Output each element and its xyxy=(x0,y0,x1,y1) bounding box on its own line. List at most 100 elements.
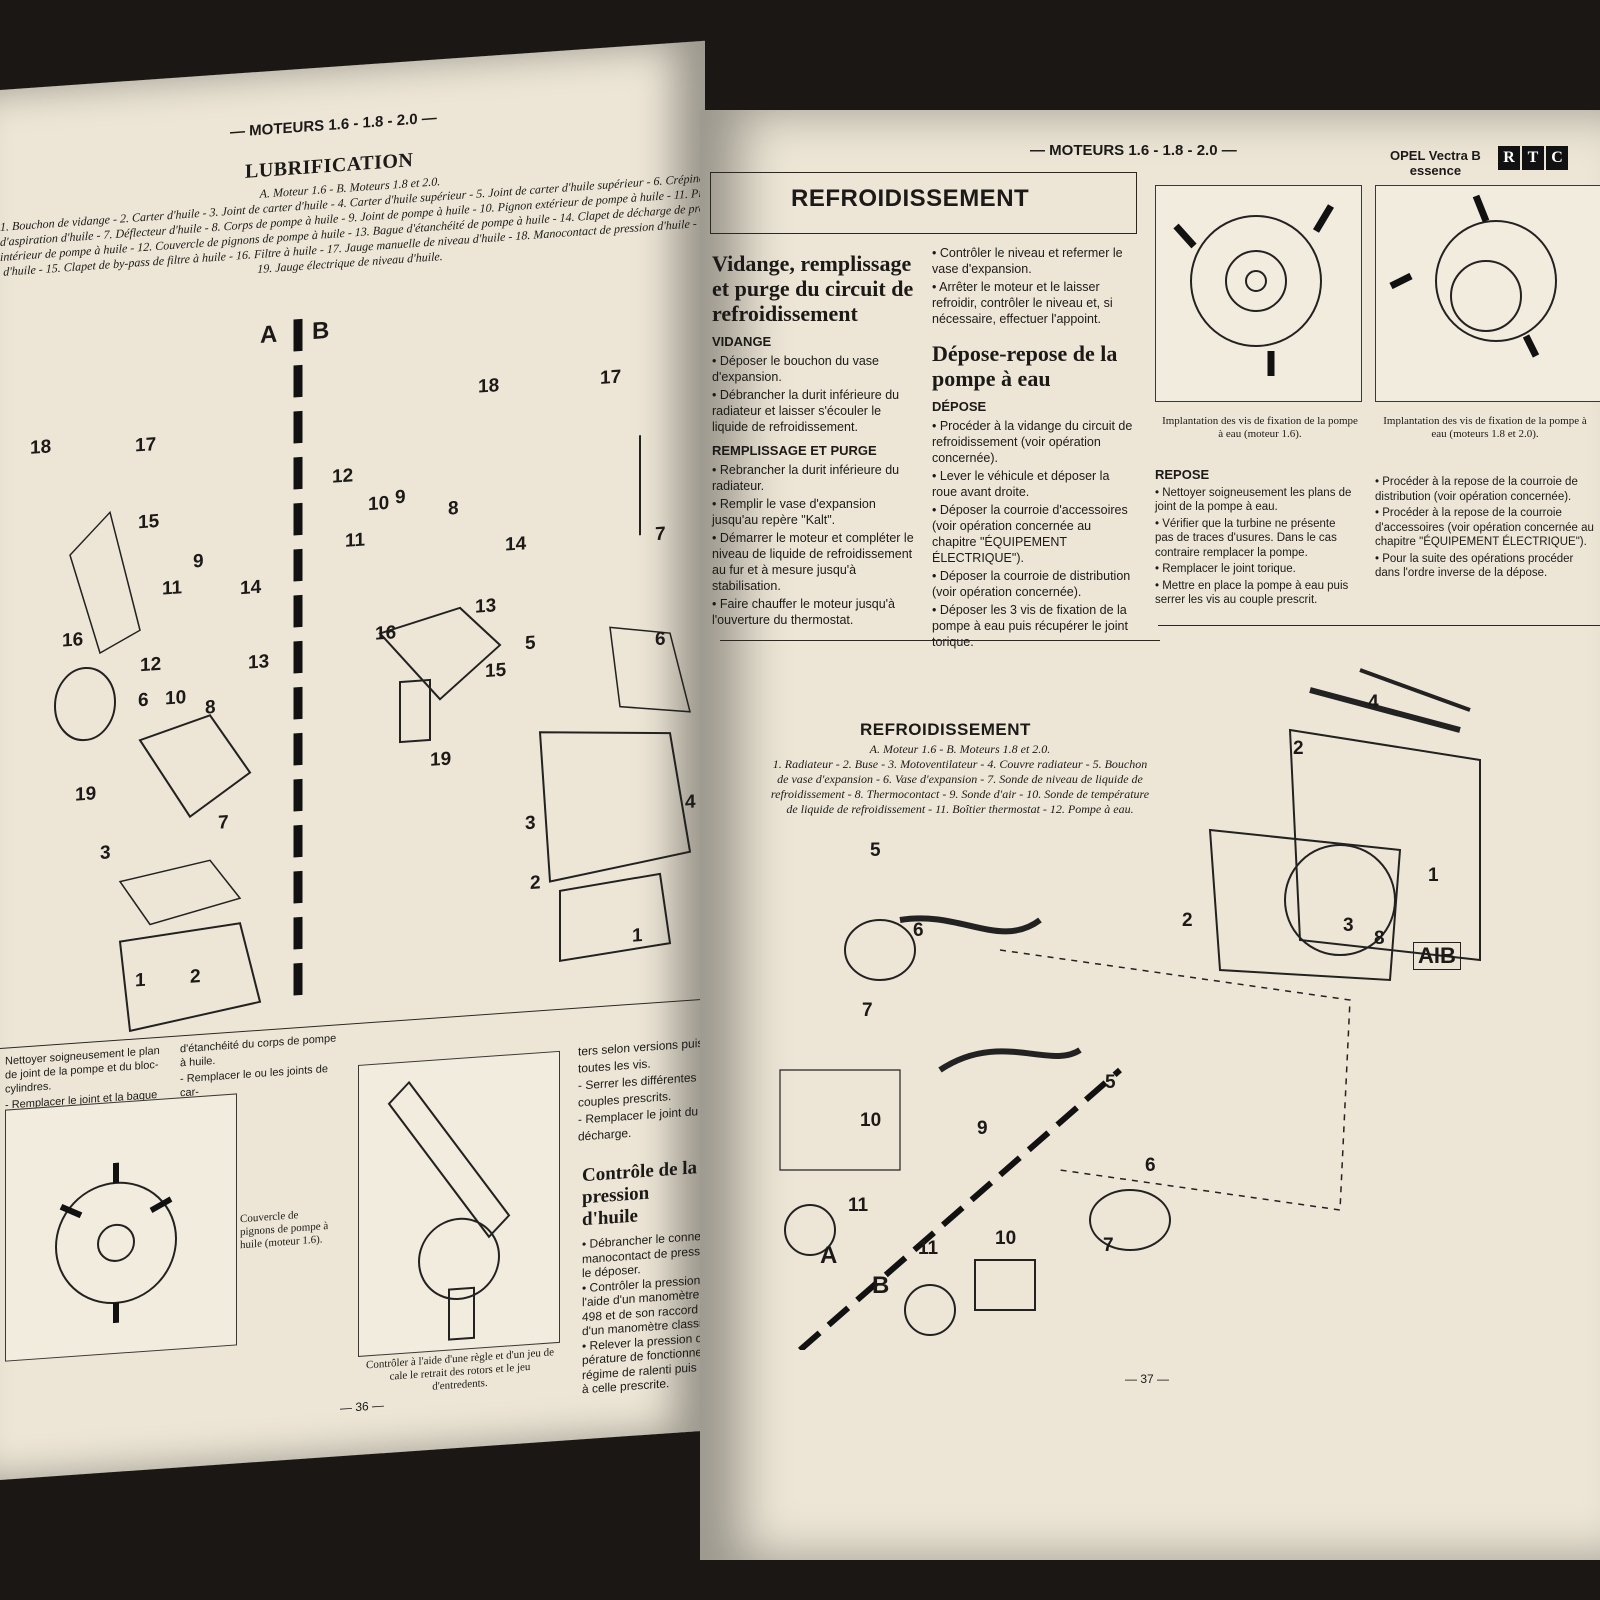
part-number: 1 xyxy=(135,969,146,992)
fuel-type: essence xyxy=(1409,163,1462,178)
paragraph: • Procéder à la vidange du circuit de re… xyxy=(932,419,1133,465)
paragraph: • Faire chauffer le moteur jusqu'à l'ouv… xyxy=(712,597,896,627)
divider xyxy=(1158,625,1600,626)
variant-label-ab: AIB xyxy=(1413,942,1461,970)
part-number: 17 xyxy=(135,434,157,457)
variant-label-b: B xyxy=(872,1272,890,1299)
part-number: 13 xyxy=(475,595,497,618)
part-number: 12 xyxy=(332,465,354,488)
oil-pressure-section: Contrôle de la pression d'huile • Débran… xyxy=(582,1151,705,1397)
part-number: 11 xyxy=(345,529,366,552)
divider xyxy=(720,640,1160,641)
part-number: 2 xyxy=(190,965,201,988)
figure-caption: Couvercle de pignons de pompe à huile (m… xyxy=(240,1209,329,1252)
part-number: 1 xyxy=(1428,865,1439,886)
part-number: 5 xyxy=(870,840,881,861)
rotor-check-figure xyxy=(358,1050,560,1357)
section-title-box: REFROIDISSEMENT xyxy=(710,172,1137,234)
part-number: 11 xyxy=(162,577,183,600)
section-heading: Contrôle de la pression d'huile xyxy=(582,1157,698,1231)
paragraph: • Remplir le vase d'expansion jusqu'au r… xyxy=(712,497,876,527)
part-number: 8 xyxy=(205,696,216,719)
paragraph: • Procéder à la repose de la courroie d'… xyxy=(1375,507,1594,548)
caption-line: de liquide de refroidissement - 11. Boît… xyxy=(786,802,1134,816)
part-number: 5 xyxy=(1105,1072,1116,1093)
caption-line: 1. Radiateur - 2. Buse - 3. Motoventilat… xyxy=(772,757,1148,771)
brand-block: OPEL Vectra B essence xyxy=(1390,148,1481,178)
text-column: ters selon versions puis rem toutes les … xyxy=(578,1035,705,1146)
part-number: 6 xyxy=(138,689,149,712)
part-number: 11 xyxy=(848,1195,869,1216)
paragraph: • Nettoyer soigneusement les plans de jo… xyxy=(1155,486,1352,514)
part-number: 8 xyxy=(1374,928,1385,949)
paragraph: • Mettre en place la pompe à eau puis se… xyxy=(1155,579,1349,607)
part-number: 16 xyxy=(62,629,84,652)
paragraph: • Pour la suite des opérations procéder … xyxy=(1375,552,1574,580)
caption-line: refroidissement - 8. Thermocontact - 9. … xyxy=(770,787,1150,801)
cooling-diagram xyxy=(779,668,1481,1350)
part-number: 9 xyxy=(193,550,204,573)
paragraph: • Vérifier que la turbine ne présente pa… xyxy=(1155,517,1337,559)
section-heading: Dépose-repose de la pompe à eau xyxy=(932,341,1118,391)
figure-caption: Implantation des vis de fixation de la p… xyxy=(1383,415,1587,440)
diagram-caption: A. Moteur 1.6 - B. Moteurs 1.8 et 2.0. 1… xyxy=(740,742,1180,817)
part-number: 7 xyxy=(655,523,666,546)
section-title: REFROIDISSEMENT xyxy=(791,185,1030,212)
part-number: 6 xyxy=(913,920,924,941)
part-number: 2 xyxy=(1182,910,1193,931)
paragraph: • Lever le véhicule et déposer la roue a… xyxy=(932,469,1110,499)
subsection-heading: REPOSE xyxy=(1155,467,1210,482)
part-number: 18 xyxy=(30,436,52,459)
paragraph: • Rebrancher la durit inférieure du radi… xyxy=(712,463,900,493)
reinstall-column: REPOSE • Nettoyer soigneusement les plan… xyxy=(1155,460,1355,610)
page-number: — 37 — xyxy=(1125,1372,1170,1386)
paragraph: • Déposer la courroie d'accessoires (voi… xyxy=(932,503,1128,565)
part-number: 3 xyxy=(1343,915,1354,936)
part-number: 7 xyxy=(1103,1235,1114,1256)
lubrication-diagram xyxy=(54,318,692,1033)
logo-letter: R xyxy=(1498,146,1520,170)
water-pump-column: • Contrôler le niveau et refermer le vas… xyxy=(932,245,1137,652)
part-number: 4 xyxy=(1368,692,1379,713)
drain-fill-column: Vidange, remplissage et purge du circuit… xyxy=(712,245,917,630)
rtc-logo: R T C xyxy=(1498,146,1568,170)
part-number: 9 xyxy=(395,486,406,509)
part-number: 7 xyxy=(862,1000,873,1021)
subsection-heading: REMPLISSAGE ET PURGE xyxy=(712,443,877,458)
oil-pump-cover-figure xyxy=(5,1093,237,1362)
part-number: 6 xyxy=(1145,1155,1156,1176)
part-number: 3 xyxy=(100,842,111,865)
part-number: 7 xyxy=(218,812,229,834)
paragraph: • Contrôler le niveau et refermer le vas… xyxy=(932,246,1123,276)
page-number: — 36 — xyxy=(340,1398,385,1416)
paragraph: • Déposer le bouchon du vase d'expansion… xyxy=(712,354,879,384)
figure-caption: Implantation des vis de fixation de la p… xyxy=(1162,415,1358,440)
running-head: — MOTEURS 1.6 - 1.8 - 2.0 — xyxy=(230,109,437,141)
part-number: 14 xyxy=(505,533,527,556)
logo-letter: T xyxy=(1522,146,1544,170)
caption-line: de vase d'expansion - 6. Vase d'expansio… xyxy=(777,772,1143,786)
part-number: 15 xyxy=(485,659,507,683)
part-number: 19 xyxy=(75,783,97,806)
part-number: 10 xyxy=(368,492,390,516)
part-number: 18 xyxy=(478,375,500,398)
caption-line: A. Moteur 1.6 - B. Moteurs 1.8 et 2.0. xyxy=(869,742,1051,756)
part-number: 15 xyxy=(138,510,160,534)
part-number: 10 xyxy=(860,1110,882,1131)
paragraph: • Démarrer le moteur et compléter le niv… xyxy=(712,531,914,593)
paragraph: • Déposer la courroie de distribution (v… xyxy=(932,569,1131,599)
left-page: — MOTEURS 1.6 - 1.8 - 2.0 — LUBRIFICATIO… xyxy=(0,40,705,1480)
part-number: 4 xyxy=(685,791,696,814)
paragraph: • Procéder à la repose de la courroie de… xyxy=(1375,476,1578,503)
part-number: 19 xyxy=(430,748,452,771)
part-number: 5 xyxy=(525,632,536,655)
logo-letter: C xyxy=(1546,146,1568,170)
part-number: 9 xyxy=(977,1118,988,1139)
part-number: 2 xyxy=(530,872,541,894)
water-pump-figure-1-8 xyxy=(1375,185,1600,402)
text-block: d'étanchéité du corps de pompe à huile. … xyxy=(180,1031,345,1103)
part-number: 2 xyxy=(1293,738,1304,759)
part-number: 12 xyxy=(140,653,162,677)
part-number: 17 xyxy=(600,366,622,390)
part-number: 8 xyxy=(448,497,459,520)
